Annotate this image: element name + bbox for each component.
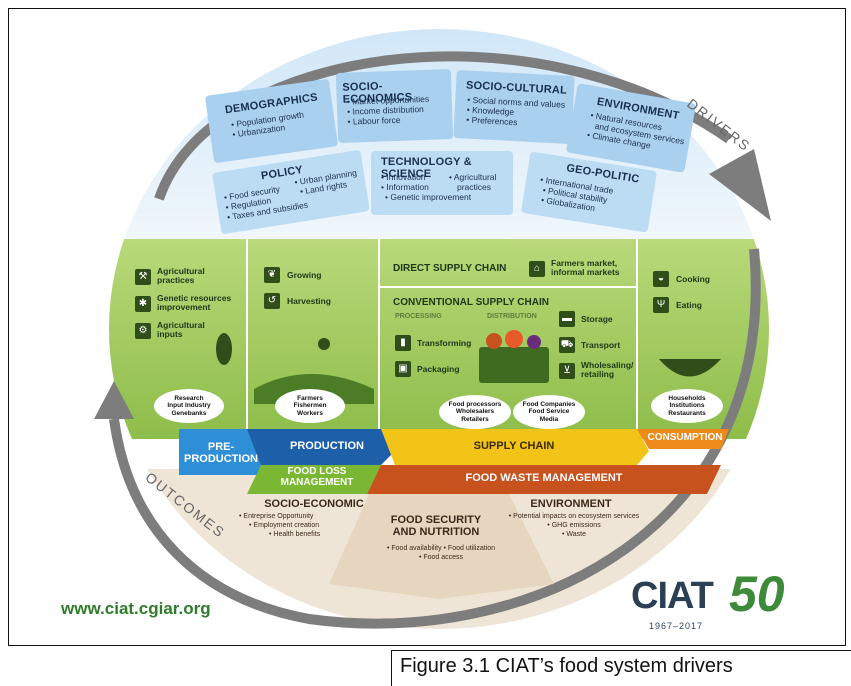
panel-item: • Preferences <box>466 114 518 128</box>
outcome-item: • Waste <box>562 531 586 538</box>
stage-preproduction: PRE-PRODUCTION <box>184 441 258 465</box>
actor-label: Research <box>174 394 204 402</box>
preproduction-item: Agricultural inputs <box>157 320 205 339</box>
panel-socio-economics: SOCIO-ECONOMICS • Market opportunities •… <box>335 69 454 143</box>
outcome-item: • GHG emissions <box>547 522 601 529</box>
actor-label: Institutions <box>669 402 705 410</box>
supply-item: Transforming <box>417 338 472 348</box>
consumption-item: Cooking <box>676 274 710 284</box>
seed-icon: ❦ <box>264 267 280 283</box>
actor-label: Restaurants <box>668 409 706 417</box>
panel-socio-cultural: SOCIO-CULTURAL • Social norms and values… <box>453 69 575 145</box>
actor-label: Food Companies <box>522 400 576 408</box>
outcome-item: • Employment creation <box>249 522 320 529</box>
actor-label: Wholesalers <box>455 408 495 416</box>
production-actors: Farmers Fishermen Workers <box>275 389 345 423</box>
drivers-arrow <box>154 51 732 201</box>
panel-item: • Genetic improvement <box>385 192 472 202</box>
production-item: Growing <box>287 270 322 280</box>
tools-icon: ⚒ <box>135 269 151 285</box>
production-bar <box>247 429 395 465</box>
pot-icon: ◒ <box>653 271 669 287</box>
production-item: Harvesting <box>287 296 331 306</box>
outcome-environment-title: ENVIRONMENT <box>530 498 612 510</box>
preproduction-bar <box>179 429 274 475</box>
actor-label: Fishermen <box>293 402 327 410</box>
actor-label: Farmers <box>297 394 323 402</box>
supply-actors-right: Food Companies Food Service Media <box>513 395 585 429</box>
actor-label: Households <box>668 394 706 402</box>
actor-label: Retailers <box>461 415 489 423</box>
basket-icon: ⌂ <box>529 261 545 277</box>
preproduction-actors: Research Input Industry Genebanks <box>154 389 224 423</box>
actor-label: Input Industry <box>167 402 211 410</box>
distribution-label: DISTRIBUTION <box>487 313 537 320</box>
actor-label: Media <box>539 415 559 423</box>
panel-item: • Information <box>381 182 429 192</box>
conventional-supply-title: CONVENTIONAL SUPPLY CHAIN <box>393 297 549 308</box>
food-waste-bar <box>367 465 721 494</box>
supply-item: Transport <box>581 340 621 350</box>
direct-supply-item: Farmers market, informal markets <box>551 258 620 277</box>
figure-caption: Figure 3.1 CIAT’s food system drivers <box>391 650 851 686</box>
truck-icon: ⛟ <box>559 337 575 353</box>
panel-technology-science: TECHNOLOGY & SCIENCE • Innovation • Info… <box>371 151 513 215</box>
stage-food-loss: FOOD LOSS MANAGEMENT <box>280 466 354 488</box>
ciat-logo: CIAT 50 1967–2017 <box>627 566 827 639</box>
cart-icon: ⊻ <box>559 363 575 379</box>
outcome-item: • Potential impacts on ecosystem service… <box>508 513 640 520</box>
supply-item: Wholesaling/ retailing <box>581 360 634 379</box>
outcome-item: • Food access <box>418 554 464 561</box>
outcome-socio-economic-title: SOCIO-ECONOMIC <box>264 498 364 510</box>
cutlery-icon: Ψ <box>653 297 669 313</box>
consumption-item: Eating <box>676 300 702 310</box>
stage-consumption: CONSUMPTION <box>647 432 723 443</box>
preproduction-item: Agricultural practices <box>157 266 205 285</box>
dna-icon: ✱ <box>135 296 151 312</box>
logo-number: 50 <box>729 566 785 622</box>
sickle-icon: ↺ <box>264 293 280 309</box>
outcomes-center-shape <box>329 494 554 599</box>
consumption-bar <box>637 429 729 449</box>
panel-item: • Labour force <box>347 114 401 127</box>
panel-title: TECHNOLOGY & SCIENCE <box>381 156 472 180</box>
logo-years: 1967–2017 <box>649 621 704 631</box>
inputs-icon: ⚙ <box>135 323 151 339</box>
package-icon: ▣ <box>395 361 411 377</box>
outcomes-arrowhead <box>94 381 134 419</box>
food-loss-bar <box>247 465 381 494</box>
actor-label: Food processors <box>448 400 502 408</box>
warehouse-icon: ▬ <box>559 311 575 327</box>
logo-text: CIAT <box>631 575 714 617</box>
supply-chain-bar <box>381 429 649 465</box>
panel-item: • Agricultural <box>449 172 497 182</box>
supply-item: Storage <box>581 314 613 324</box>
supply-item: Packaging <box>417 364 460 374</box>
stage-supply-chain: SUPPLY CHAIN <box>473 440 555 452</box>
panel-item: • Innovation <box>381 172 426 182</box>
actor-label: Genebanks <box>171 409 207 417</box>
factory-icon: ▮ <box>395 335 411 351</box>
website-link[interactable]: www.ciat.cgiar.org <box>61 599 211 618</box>
panel-item: practices <box>457 182 492 192</box>
actor-label: Food Service <box>528 408 570 416</box>
stage-food-waste: FOOD WASTE MANAGEMENT <box>465 472 623 484</box>
outcome-food-security-title: FOOD SECURITY AND NUTRITION <box>390 514 482 538</box>
figure-frame: DEMOGRAPHICS • Population growth • Urban… <box>8 8 846 646</box>
processing-label: PROCESSING <box>395 313 442 320</box>
stage-production: PRODUCTION <box>290 440 364 452</box>
outcome-item: • Food availability • Food utilization <box>386 545 495 552</box>
drivers-arrowhead <box>709 149 771 221</box>
actor-label: Workers <box>297 409 323 417</box>
outcome-item: • Health benefits <box>269 531 321 538</box>
outcome-item: • Entreprise Opportunity <box>239 513 314 520</box>
preproduction-item: Genetic resources improvement <box>157 293 232 312</box>
direct-supply-title: DIRECT SUPPLY CHAIN <box>393 263 507 274</box>
consumption-actors: Households Institutions Restaurants <box>651 389 723 423</box>
supply-actors-left: Food processors Wholesalers Retailers <box>439 395 511 429</box>
